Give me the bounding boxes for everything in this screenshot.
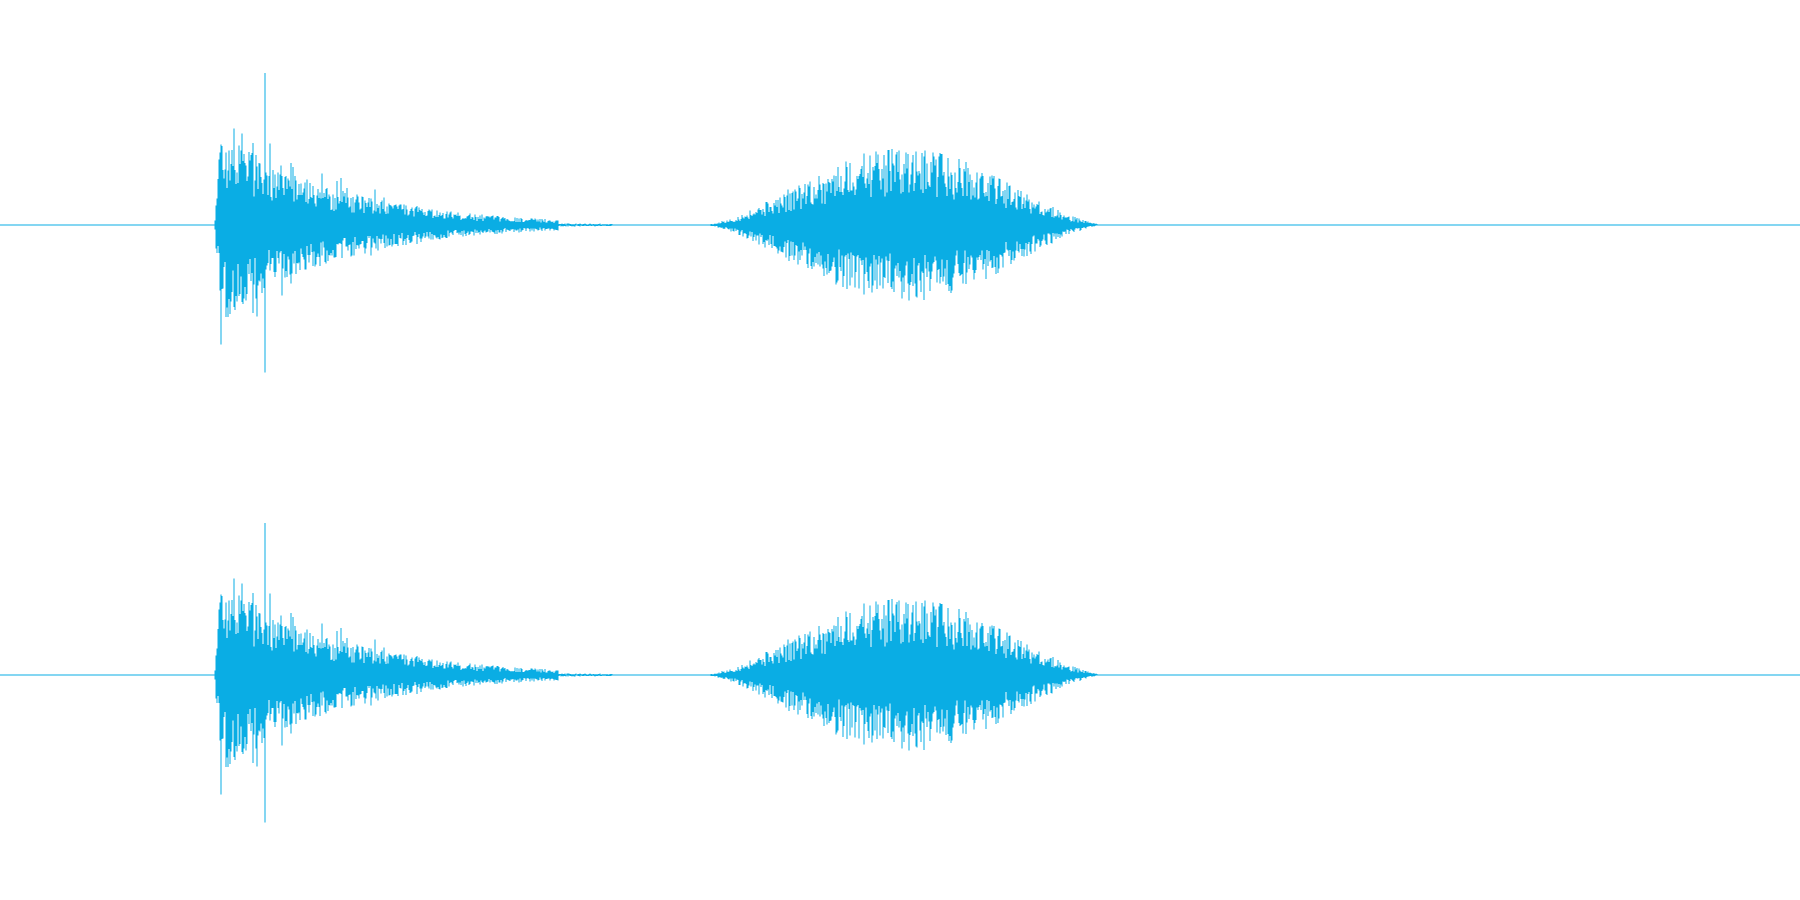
channel-1-waveform	[0, 73, 1800, 373]
channel-1-signal	[214, 73, 1102, 373]
channel-2-waveform	[0, 523, 1800, 823]
channel-2-signal	[214, 523, 1102, 823]
